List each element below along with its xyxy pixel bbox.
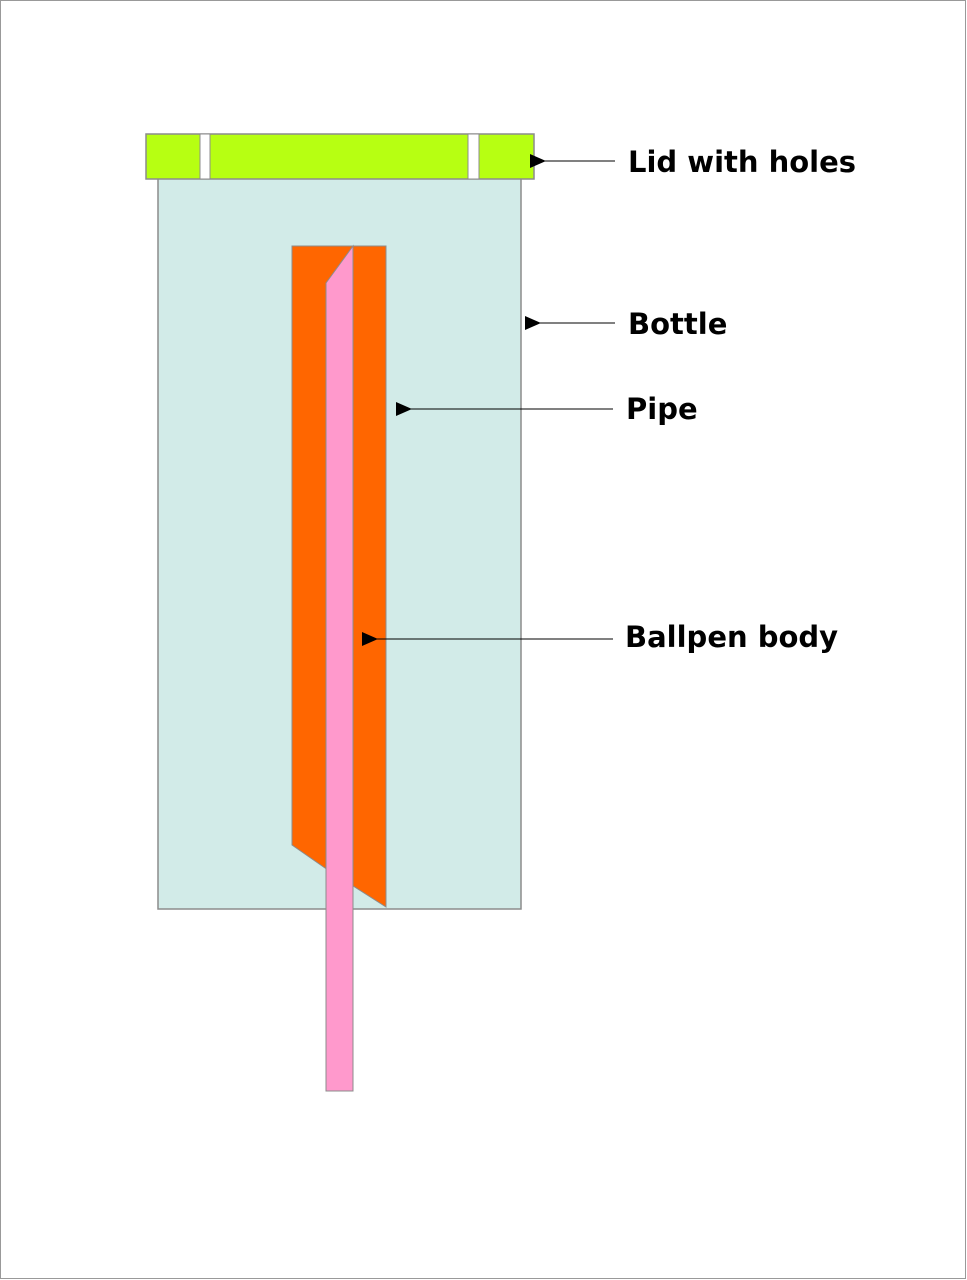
bottle-label: Bottle [628,307,727,341]
lid-hole-left [199,133,211,180]
ballpen-body-shape [325,244,354,1092]
ballpen-label: Ballpen body [625,620,838,654]
pipe-label: Pipe [626,392,698,426]
lid-label: Lid with holes [628,145,856,179]
lid-hole-right [467,133,480,180]
